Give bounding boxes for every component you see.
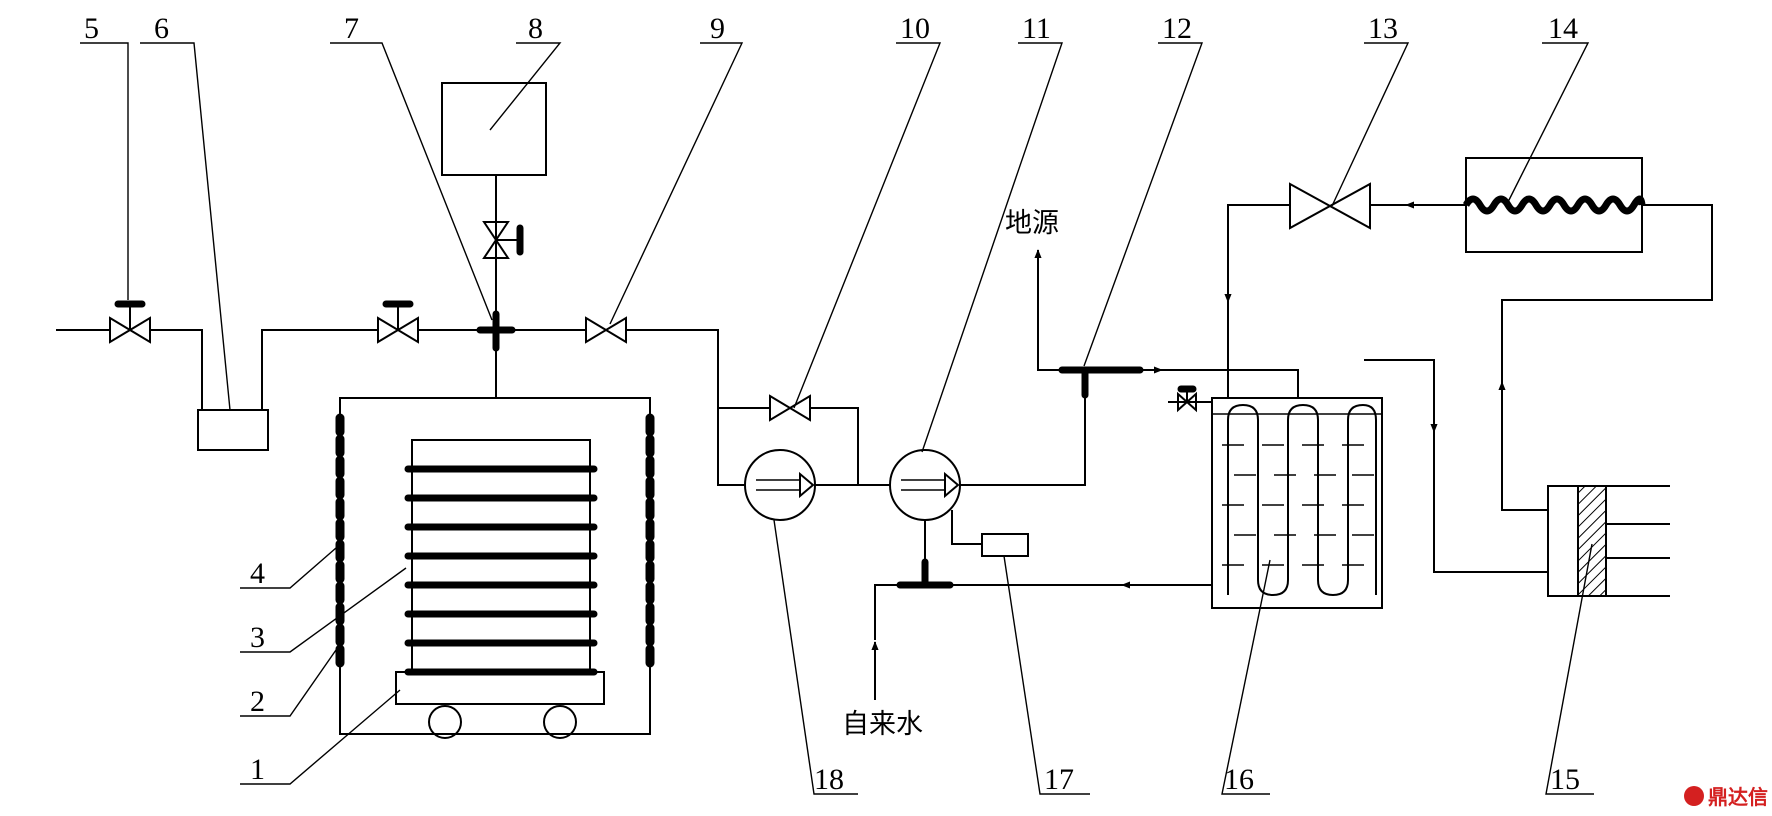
valve-9: [585, 316, 627, 344]
svg-text:自来水: 自来水: [842, 709, 923, 740]
ground-source-line: [1034, 249, 1062, 371]
pipe-valve13-down: [1224, 204, 1290, 303]
cross-junction-7: [476, 310, 516, 352]
valve-5: [109, 300, 151, 344]
callout-2: 2: [250, 685, 265, 718]
controller-17: [951, 510, 1029, 557]
bypass-valve-10: [718, 394, 859, 485]
callout-18: 18: [814, 763, 844, 796]
callout-11: 11: [1022, 12, 1051, 45]
ground-source-label: 地源: [1005, 208, 1059, 239]
callout-12: 12: [1162, 12, 1192, 45]
tap-water-label: 自来水: [842, 709, 923, 740]
callout-8: 8: [528, 12, 543, 45]
svg-text:鼎达信: 鼎达信: [1708, 785, 1768, 809]
callout-4: 4: [250, 557, 265, 590]
valve-left-of-cross: [377, 300, 419, 344]
callout-7: 7: [344, 12, 359, 45]
tap-water-line: [874, 584, 900, 640]
pipe-into-tank-top: [1162, 369, 1299, 398]
callout-17: 17: [1044, 763, 1074, 796]
tee-junction-tap-water: [896, 558, 954, 589]
callout-1: 1: [250, 753, 265, 786]
callout-14: 14: [1548, 12, 1578, 45]
callout-16: 16: [1224, 763, 1254, 796]
compressor-15: [1364, 204, 1713, 597]
svg-text:地源: 地源: [1005, 208, 1059, 239]
watermark: 鼎达信: [1684, 785, 1768, 809]
fan-18: [744, 449, 816, 521]
valve-below-tank: [482, 221, 524, 259]
expansion-valve-13: [1289, 182, 1371, 230]
condenser-14: [1462, 157, 1646, 253]
callout-numbers: 5 6 7 8 9 10 11 12 13 14 4 3 2 1 18 17 1…: [84, 12, 1580, 796]
material-rack: [404, 439, 598, 676]
container-6: [197, 409, 269, 451]
tank-drain-valve: [1168, 385, 1212, 413]
pipe-to-tee-12: [960, 370, 1086, 486]
callout-5: 5: [84, 12, 99, 45]
tee-junction-12: [1058, 366, 1144, 399]
callout-13: 13: [1368, 12, 1398, 45]
trolley: [395, 671, 605, 739]
main-pipe: [56, 175, 745, 486]
callout-leaders: [80, 42, 1594, 795]
callout-3: 3: [250, 621, 265, 654]
water-tank-16: [1211, 397, 1383, 609]
fan-11: [889, 449, 961, 521]
callout-15: 15: [1550, 763, 1580, 796]
callout-6: 6: [154, 12, 169, 45]
callout-9: 9: [710, 12, 725, 45]
callout-10: 10: [900, 12, 930, 45]
tank-8: [441, 82, 547, 176]
